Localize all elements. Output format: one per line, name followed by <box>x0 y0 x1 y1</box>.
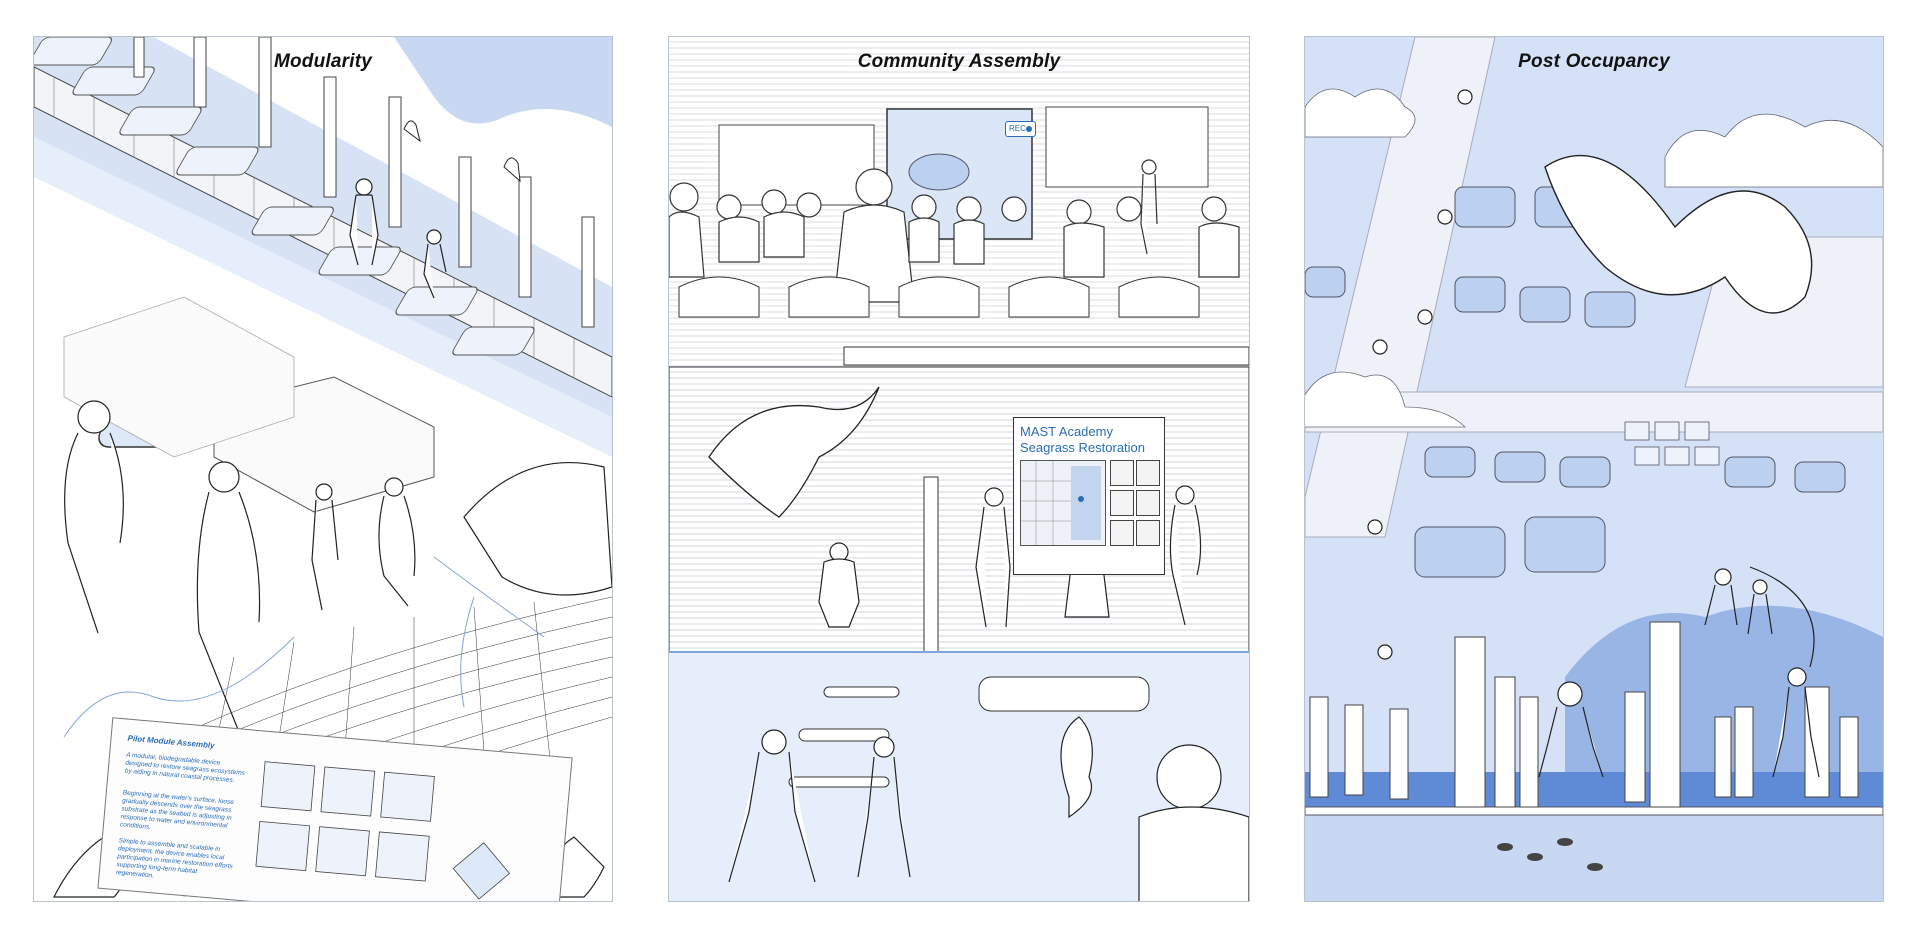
sign-photo <box>1136 460 1160 486</box>
pilot-module-pamphlet: Pilot Module Assembly A modular, biodegr… <box>97 717 573 901</box>
post-occupancy-illustration <box>1305 37 1883 901</box>
pamphlet-paragraph-2: Beginning at the water's surface, loose … <box>119 789 235 831</box>
panel-title: Community Assembly <box>857 51 1061 72</box>
sign-photo <box>1110 490 1134 516</box>
pamphlet-paragraph-3: Simple to assemble and scalable in deplo… <box>115 837 234 880</box>
panel-modularity: Pilot Module Assembly A modular, biodegr… <box>33 36 613 902</box>
modularity-illustration <box>34 37 612 901</box>
sign-line-1: MAST Academy <box>1020 424 1113 439</box>
sign-photo <box>1110 520 1134 546</box>
seagrass-restoration-sign: MAST Academy Seagrass Restoration <box>1013 417 1165 575</box>
sign-photo <box>1136 490 1160 516</box>
sign-photo <box>1136 520 1160 546</box>
sign-map <box>1020 460 1106 546</box>
rec-badge: REC <box>1005 121 1036 137</box>
panel-title: Post Occupancy <box>1518 51 1670 72</box>
panel-title: Modularity <box>273 51 373 72</box>
panel-post-occupancy: Post Occupancy <box>1304 36 1884 902</box>
pamphlet-diagrams <box>255 761 511 900</box>
pamphlet-paragraph-1: A modular, biodegradable device designed… <box>124 751 246 785</box>
panel-community-assembly: REC MAST Academy Seagrass Restoration Co… <box>668 36 1250 902</box>
sign-line-2: Seagrass Restoration <box>1020 440 1146 455</box>
pamphlet-heading: Pilot Module Assembly <box>127 733 215 751</box>
sign-photo <box>1110 460 1134 486</box>
